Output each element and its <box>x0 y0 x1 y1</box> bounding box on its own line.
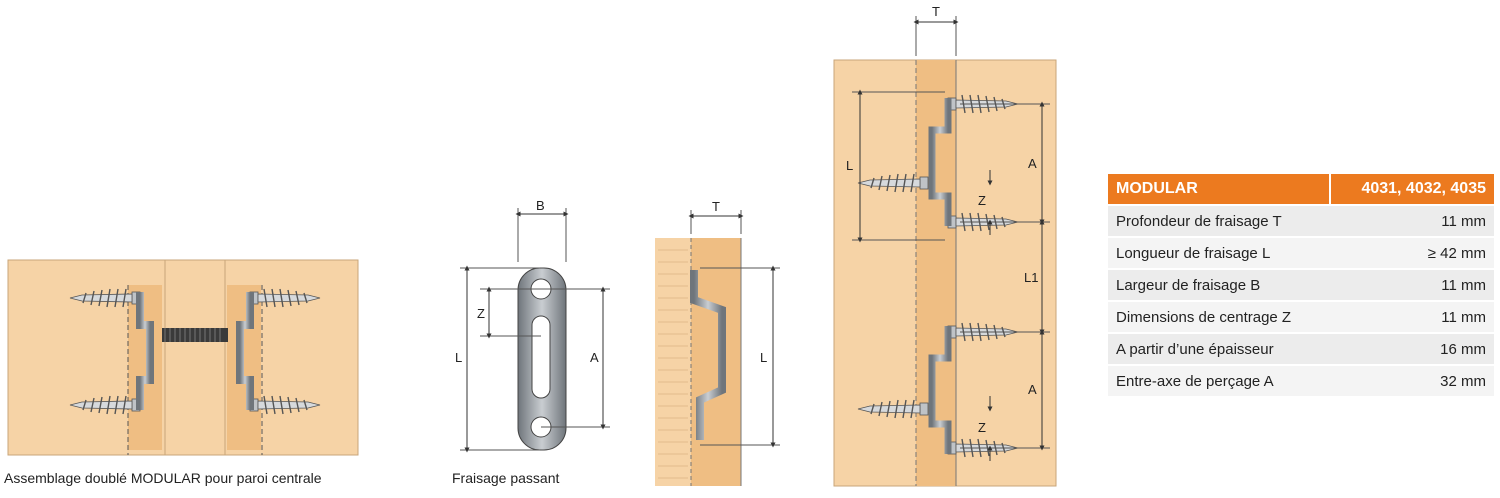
dim-label-z-lower: Z <box>978 420 986 435</box>
spec-table: MODULAR 4031, 4032, 4035 Profondeur de f… <box>1108 172 1494 398</box>
table-row: Profondeur de fraisage T 11 mm <box>1108 206 1494 236</box>
row-value: 11 mm <box>1329 302 1494 332</box>
dim-label-t-panel: T <box>932 4 940 19</box>
dim-label-l-section: L <box>760 350 767 365</box>
table-row: Dimensions de centrage Z 11 mm <box>1108 302 1494 332</box>
row-label: Profondeur de fraisage T <box>1108 206 1330 236</box>
table-row: A partir d’une épaisseur 16 mm <box>1108 334 1494 364</box>
caption-double-assembly: Assemblage doublé MODULAR pour paroi cen… <box>4 470 322 486</box>
spec-table-models: 4031, 4032, 4035 <box>1329 174 1494 204</box>
table-row: Largeur de fraisage B 11 mm <box>1108 270 1494 300</box>
dim-label-z-upper: Z <box>978 193 986 208</box>
dim-label-l-panel: L <box>846 158 853 173</box>
dim-label-l: L <box>455 350 462 365</box>
dim-label-b: B <box>536 198 545 213</box>
row-label: A partir d’une épaisseur <box>1108 334 1330 364</box>
spec-table-title: MODULAR <box>1108 174 1330 204</box>
dim-label-z: Z <box>477 306 485 321</box>
double-assembly-diagram <box>7 259 359 456</box>
row-value: 16 mm <box>1329 334 1494 364</box>
caption-through-milling: Fraisage passant <box>452 470 560 486</box>
row-value: ≥ 42 mm <box>1329 238 1494 268</box>
dim-label-a-upper: A <box>1028 156 1037 171</box>
row-label: Longueur de fraisage L <box>1108 238 1330 268</box>
table-row: Longueur de fraisage L ≥ 42 mm <box>1108 238 1494 268</box>
row-label: Entre-axe de perçage A <box>1108 366 1330 396</box>
bracket-front-view: B L Z A <box>455 198 610 453</box>
row-value: 11 mm <box>1329 270 1494 300</box>
spec-table-header: MODULAR 4031, 4032, 4035 <box>1108 174 1494 204</box>
dim-label-l1: L1 <box>1024 270 1038 285</box>
dim-label-a: A <box>590 350 599 365</box>
row-label: Largeur de fraisage B <box>1108 270 1330 300</box>
dim-label-t-section: T <box>712 199 720 214</box>
row-value: 11 mm <box>1329 206 1494 236</box>
dim-label-a-lower: A <box>1028 382 1037 397</box>
side-section-view: T L <box>655 199 780 486</box>
table-row: Entre-axe de perçage A 32 mm <box>1108 366 1494 396</box>
row-value: 32 mm <box>1329 366 1494 396</box>
panel-drilling-diagram: T L A L1 A Z Z <box>833 4 1057 487</box>
row-label: Dimensions de centrage Z <box>1108 302 1330 332</box>
